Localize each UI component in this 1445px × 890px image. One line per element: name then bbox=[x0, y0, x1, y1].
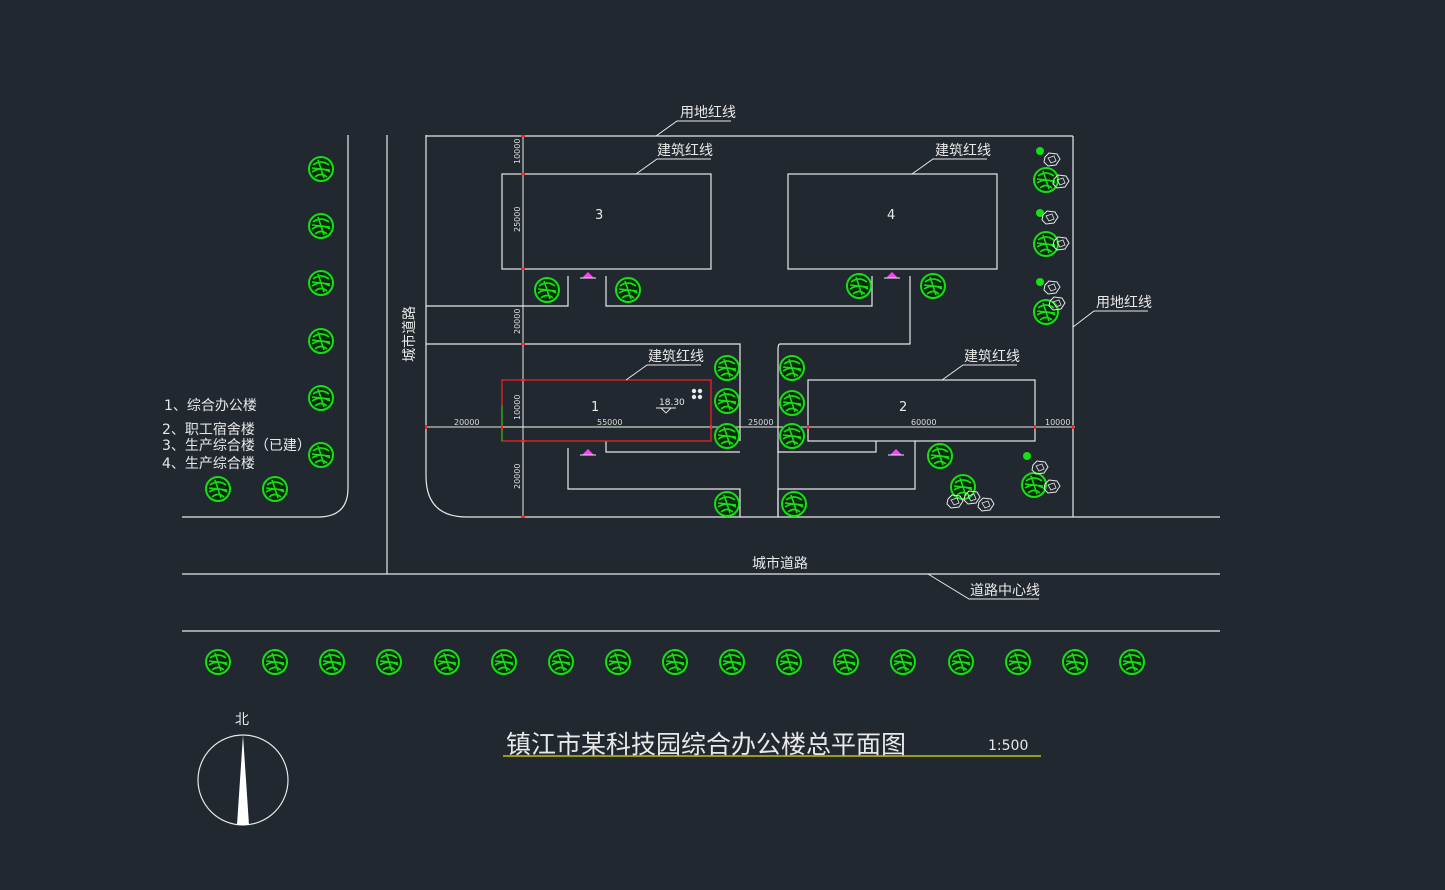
building-2 bbox=[807, 379, 1036, 442]
small-shrubs bbox=[1023, 147, 1044, 460]
road-centerline-label: 道路中心线 bbox=[970, 583, 1040, 599]
buildings bbox=[501, 173, 1036, 442]
dim-building-3-depth: 25000 bbox=[513, 207, 522, 232]
building-1 bbox=[501, 379, 712, 442]
building-1-number: 1 bbox=[591, 400, 599, 415]
dim-bottom-setback: 20000 bbox=[513, 464, 522, 489]
dim-building-1-width: 55000 bbox=[597, 418, 622, 427]
north-label: 北 bbox=[235, 712, 249, 728]
building-line-label-1: 建筑红线 bbox=[648, 349, 704, 365]
building-line-label-3: 建筑红线 bbox=[657, 143, 713, 159]
building-4 bbox=[787, 173, 998, 270]
drawing-title: 镇江市某科技园综合办公楼总平面图 bbox=[506, 730, 906, 759]
dim-mid-spacing: 20000 bbox=[513, 309, 522, 334]
city-road-label-vertical: 城市道路 bbox=[401, 306, 418, 362]
building-4-number: 4 bbox=[887, 208, 895, 223]
dim-left-setback: 20000 bbox=[454, 418, 479, 427]
building-3-number: 3 bbox=[595, 208, 603, 223]
dim-top-setback: 10000 bbox=[513, 139, 522, 164]
elevation-mark: 18.30 bbox=[659, 398, 685, 408]
dim-building-gap: 25000 bbox=[748, 418, 773, 427]
leader-lines bbox=[625, 120, 1148, 600]
building-3 bbox=[501, 173, 712, 270]
dim-right-setback: 10000 bbox=[1045, 418, 1070, 427]
building-line-label-4: 建筑红线 bbox=[935, 143, 991, 159]
building-legend: 1、综合办公楼 2、职工宿舍楼 3、生产综合楼（已建） 4、生产综合楼 bbox=[162, 396, 311, 474]
internal-driveways bbox=[426, 276, 916, 517]
building-line-label-2: 建筑红线 bbox=[964, 349, 1020, 365]
legend-item-3: 3、生产综合楼（已建） bbox=[162, 438, 311, 454]
north-arrow-icon bbox=[197, 734, 289, 826]
dim-building-1-depth: 10000 bbox=[513, 395, 522, 420]
building-2-number: 2 bbox=[899, 400, 907, 415]
city-road-label-horizontal: 城市道路 bbox=[752, 555, 808, 572]
dim-building-2-width: 60000 bbox=[911, 418, 936, 427]
site-boundary-label-right: 用地红线 bbox=[1096, 295, 1152, 311]
legend-item-4: 4、生产综合楼 bbox=[162, 456, 255, 472]
legend-item-2: 2、职工宿舍楼 bbox=[162, 422, 255, 438]
drawing-scale: 1:500 bbox=[988, 738, 1028, 754]
roads bbox=[182, 135, 1220, 632]
vertical-dimension-chain bbox=[521, 135, 525, 518]
compass-rose-icon bbox=[691, 388, 703, 400]
legend-item-1: 1、综合办公楼 bbox=[164, 398, 257, 414]
rock-clusters bbox=[946, 152, 1070, 512]
site-boundary-label-top: 用地红线 bbox=[680, 105, 736, 121]
horizontal-dimension-chain bbox=[425, 425, 1075, 429]
